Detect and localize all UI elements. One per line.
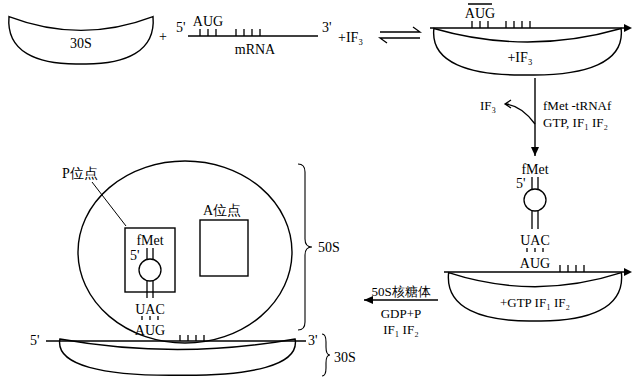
release-arrow (505, 100, 535, 124)
end-label: 5' (176, 20, 186, 35)
codon-label: AUG (465, 6, 495, 21)
node-outline (425, 4, 630, 76)
text-holder: UAC (520, 231, 550, 249)
factor-label: IF₃ (480, 98, 496, 113)
p-site-box: P位点 fMet5' (60, 164, 178, 292)
text-holder: +GTP IF₁ IF₂ (500, 293, 570, 311)
end-label: 3' (322, 20, 332, 35)
initiation-complex-30s: AUG +IF₃ (425, 4, 630, 76)
text-holder: UAC (135, 300, 165, 318)
product-label: GDP+P (381, 306, 422, 321)
subunit-outline (448, 273, 621, 321)
text-holder: AUG (465, 4, 495, 22)
site-outline (125, 228, 175, 292)
ribosome-30s-subunit: 30S 5' 3' (28, 326, 362, 376)
text-holder: fMet (521, 160, 548, 178)
end-label: 5' (516, 176, 526, 191)
text-holder: A位点 (203, 201, 241, 219)
end-label: 5' (130, 248, 140, 263)
subunit-outline (78, 161, 292, 343)
codon-label: AUG (135, 323, 165, 338)
reagent-label: 50S核糖体 (371, 284, 430, 299)
text-holder: 5' (130, 246, 140, 264)
trna-stem (532, 177, 538, 229)
text-holder: 30S (70, 34, 92, 52)
anticodon-label: UAC (135, 302, 165, 317)
node-outline (60, 164, 178, 292)
strand-arrowhead (624, 24, 632, 32)
text-holder: AUG (520, 254, 550, 272)
mrna-label: mRNA (235, 42, 275, 57)
text-holder: + (159, 27, 167, 45)
factor-label: +IF₃ (338, 30, 363, 45)
reagent-label: fMet -tRNAf (543, 98, 611, 113)
text-holder: GTP, IF₁ IF₂ (543, 113, 608, 131)
strand-arrowhead (624, 268, 632, 276)
text-holder: fMet (136, 231, 163, 249)
subunit-label: 30S (70, 36, 92, 51)
end-label: 3' (308, 333, 318, 348)
initiation-complex-30s-trna: fMet5' UAC AUG +GTP IF₁ IF₂ (440, 158, 630, 324)
trna-loop (139, 259, 161, 281)
arrow-shaft (534, 78, 535, 156)
arrow-shaft (364, 299, 438, 300)
end-label: 5' (30, 333, 40, 348)
reagent-label: GTP, IF₁ IF₂ (543, 115, 608, 130)
text-holder: mRNA (235, 40, 275, 58)
text-holder: 5' (176, 18, 186, 36)
text-holder: +IF₃ (507, 48, 532, 66)
codon-label: AUG (193, 14, 223, 29)
subunit-label: 30S (334, 350, 356, 365)
text-holder: IF₃ (480, 96, 496, 114)
product-label: IF₁ IF₂ (383, 322, 418, 337)
subunit-outline (434, 29, 622, 75)
amino-acid-label: fMet (136, 233, 163, 248)
trna-loop (524, 189, 546, 211)
text-holder: 50S核糖体 (371, 282, 430, 300)
trna-stem (147, 248, 153, 298)
text-holder: P位点 (62, 164, 98, 182)
text-holder: AUG (193, 12, 223, 30)
mrna-strand (46, 340, 306, 341)
ribosome-30s-subunit: 30S (6, 10, 156, 65)
factor-label: +GTP IF₁ IF₂ (500, 295, 570, 310)
reaction-arrow (531, 78, 539, 156)
anticodon-label: UAC (520, 233, 550, 248)
site-outline (200, 220, 248, 276)
mrna-strand (444, 271, 626, 272)
ribosome-50s-subunit: 50SUACAUGP位点fMet5'A位点 (77, 160, 362, 346)
text-holder: IF₁ IF₂ (383, 320, 418, 338)
leader-line (92, 182, 126, 226)
mrna-strand (430, 27, 626, 28)
site-label: P位点 (62, 166, 98, 181)
amino-acid-label: fMet (521, 162, 548, 177)
text-holder: 50S (318, 238, 340, 256)
text-holder: 3' (308, 331, 318, 349)
codon-label: AUG (520, 256, 550, 271)
base-ticks (200, 29, 260, 36)
text-holder: 30S (334, 348, 356, 366)
text-holder: 3' (322, 18, 332, 36)
text-holder: fMet -tRNAf (543, 96, 611, 114)
brace (298, 164, 312, 330)
equilibrium-arrow (380, 27, 420, 43)
subunit-outline (9, 17, 153, 64)
subunit-outline (60, 339, 296, 375)
factor-label: +IF₃ (507, 50, 532, 65)
text-holder: 5' (30, 331, 40, 349)
text-holder: GDP+P (381, 304, 422, 322)
text-holder: 5' (516, 174, 526, 192)
site-label: A位点 (203, 203, 241, 218)
plus-sign: + (159, 29, 167, 44)
subunit-label: 50S (318, 240, 340, 255)
arrowhead (531, 147, 539, 156)
text-holder: AUG (135, 321, 165, 339)
a-site-box: A位点 (200, 200, 250, 276)
text-holder: +IF₃ (338, 28, 363, 46)
brace (322, 334, 330, 376)
